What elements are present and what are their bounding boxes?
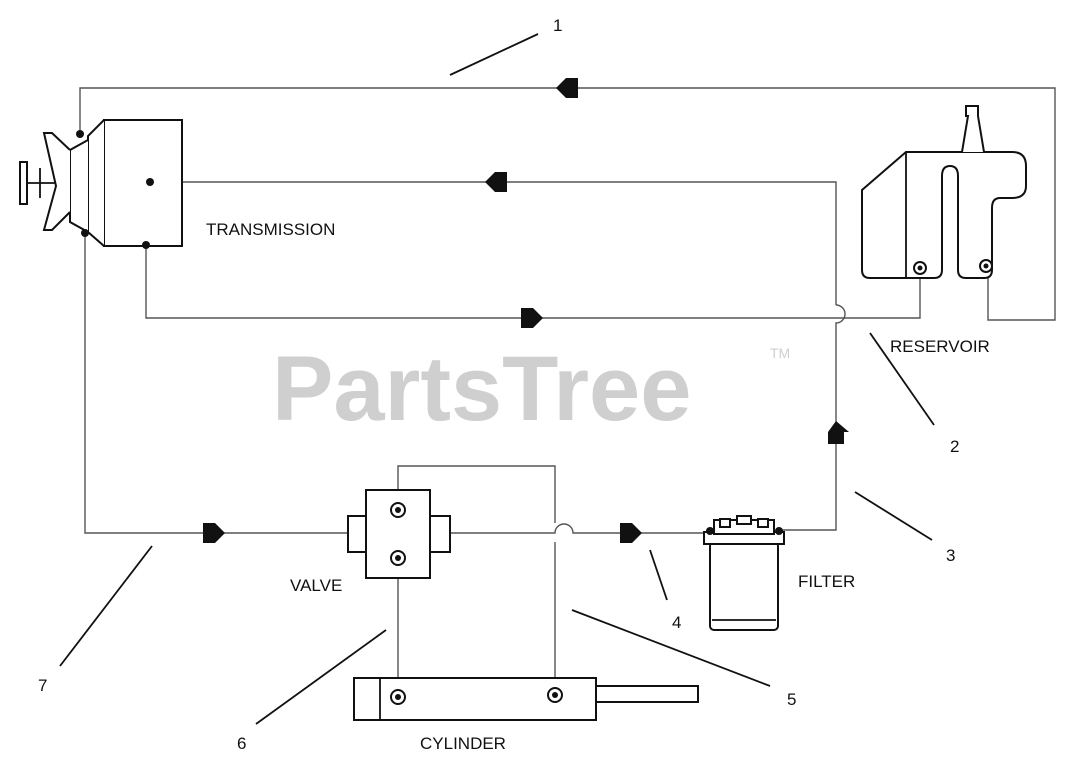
pulley-icon: [42, 132, 71, 231]
flow-arrow-left-upper: [485, 172, 507, 192]
filter-head-nub: [719, 518, 731, 528]
flow-arrow-right-left: [203, 523, 225, 543]
pipe-valve-to-filter: [450, 523, 708, 534]
leader-2: [869, 332, 935, 426]
transmission: [19, 119, 183, 249]
cylinder: [353, 677, 699, 721]
label-cylinder: CYLINDER: [420, 734, 506, 753]
callout-5: 5: [787, 690, 796, 709]
label-transmission: TRANSMISSION: [206, 220, 335, 239]
callout-2: 2: [950, 437, 959, 456]
filter-head-top: [736, 515, 752, 525]
leader-1: [449, 33, 539, 76]
pipe-valve-loop-top: [397, 465, 556, 523]
flow-arrow-up-filter: [828, 421, 849, 444]
flow-arrow-right-mid: [521, 308, 543, 328]
filter-port-dot: [775, 527, 783, 535]
label-valve: VALVE: [290, 576, 342, 595]
leader-5: [571, 609, 771, 687]
label-filter: FILTER: [798, 572, 855, 591]
cylinder-port-dot: [552, 692, 558, 698]
reservoir-filler-neck-icon: [961, 105, 985, 153]
filter-head-nub: [757, 518, 769, 528]
transmission-body: [103, 119, 183, 247]
watermark-tm: TM: [770, 345, 790, 361]
reservoir-body: [861, 151, 1027, 279]
pipe-upper-return: [150, 181, 837, 305]
leader-4: [649, 549, 668, 601]
leader-3: [854, 491, 933, 541]
valve-port-dot: [395, 507, 401, 513]
reservoir: [861, 105, 1027, 279]
transmission-hub: [69, 139, 89, 233]
port-dot: [142, 241, 150, 249]
leader-7: [59, 545, 153, 667]
callout-4: 4: [672, 613, 681, 632]
port-dot: [76, 130, 84, 138]
callout-1: 1: [553, 16, 562, 35]
pipe-reservoir-feed: [145, 245, 921, 319]
callout-numbers: 1 2 3 4 5 6 7: [38, 16, 959, 753]
pipe-top-return: [79, 87, 1056, 321]
callout-7: 7: [38, 676, 47, 695]
reservoir-port-dot: [917, 265, 923, 271]
callout-3: 3: [946, 546, 955, 565]
filter-port-dot: [706, 527, 714, 535]
callout-6: 6: [237, 734, 246, 753]
shaft-end-icon: [19, 161, 28, 205]
filter-canister: [709, 541, 779, 631]
cylinder-rod: [595, 685, 699, 703]
reservoir-port-dot: [983, 263, 989, 269]
valve-right-spool: [429, 515, 451, 553]
pipe-filter-up: [780, 304, 846, 531]
flow-arrow-right-valve: [620, 523, 642, 543]
transmission-flange: [87, 119, 105, 247]
flow-arrows: [203, 78, 849, 543]
valve: [347, 489, 451, 579]
leader-6: [255, 629, 387, 725]
port-dot: [146, 178, 154, 186]
pipe-left-to-valve: [84, 233, 368, 534]
callout-leaders: [59, 33, 935, 725]
valve-port-dot: [395, 555, 401, 561]
filter: [703, 515, 785, 631]
watermark-text: PartsTree: [272, 338, 691, 440]
flow-arrow-left-top: [556, 78, 578, 98]
port-dot: [81, 229, 89, 237]
cylinder-port-dot: [395, 694, 401, 700]
label-reservoir: RESERVOIR: [890, 337, 990, 356]
